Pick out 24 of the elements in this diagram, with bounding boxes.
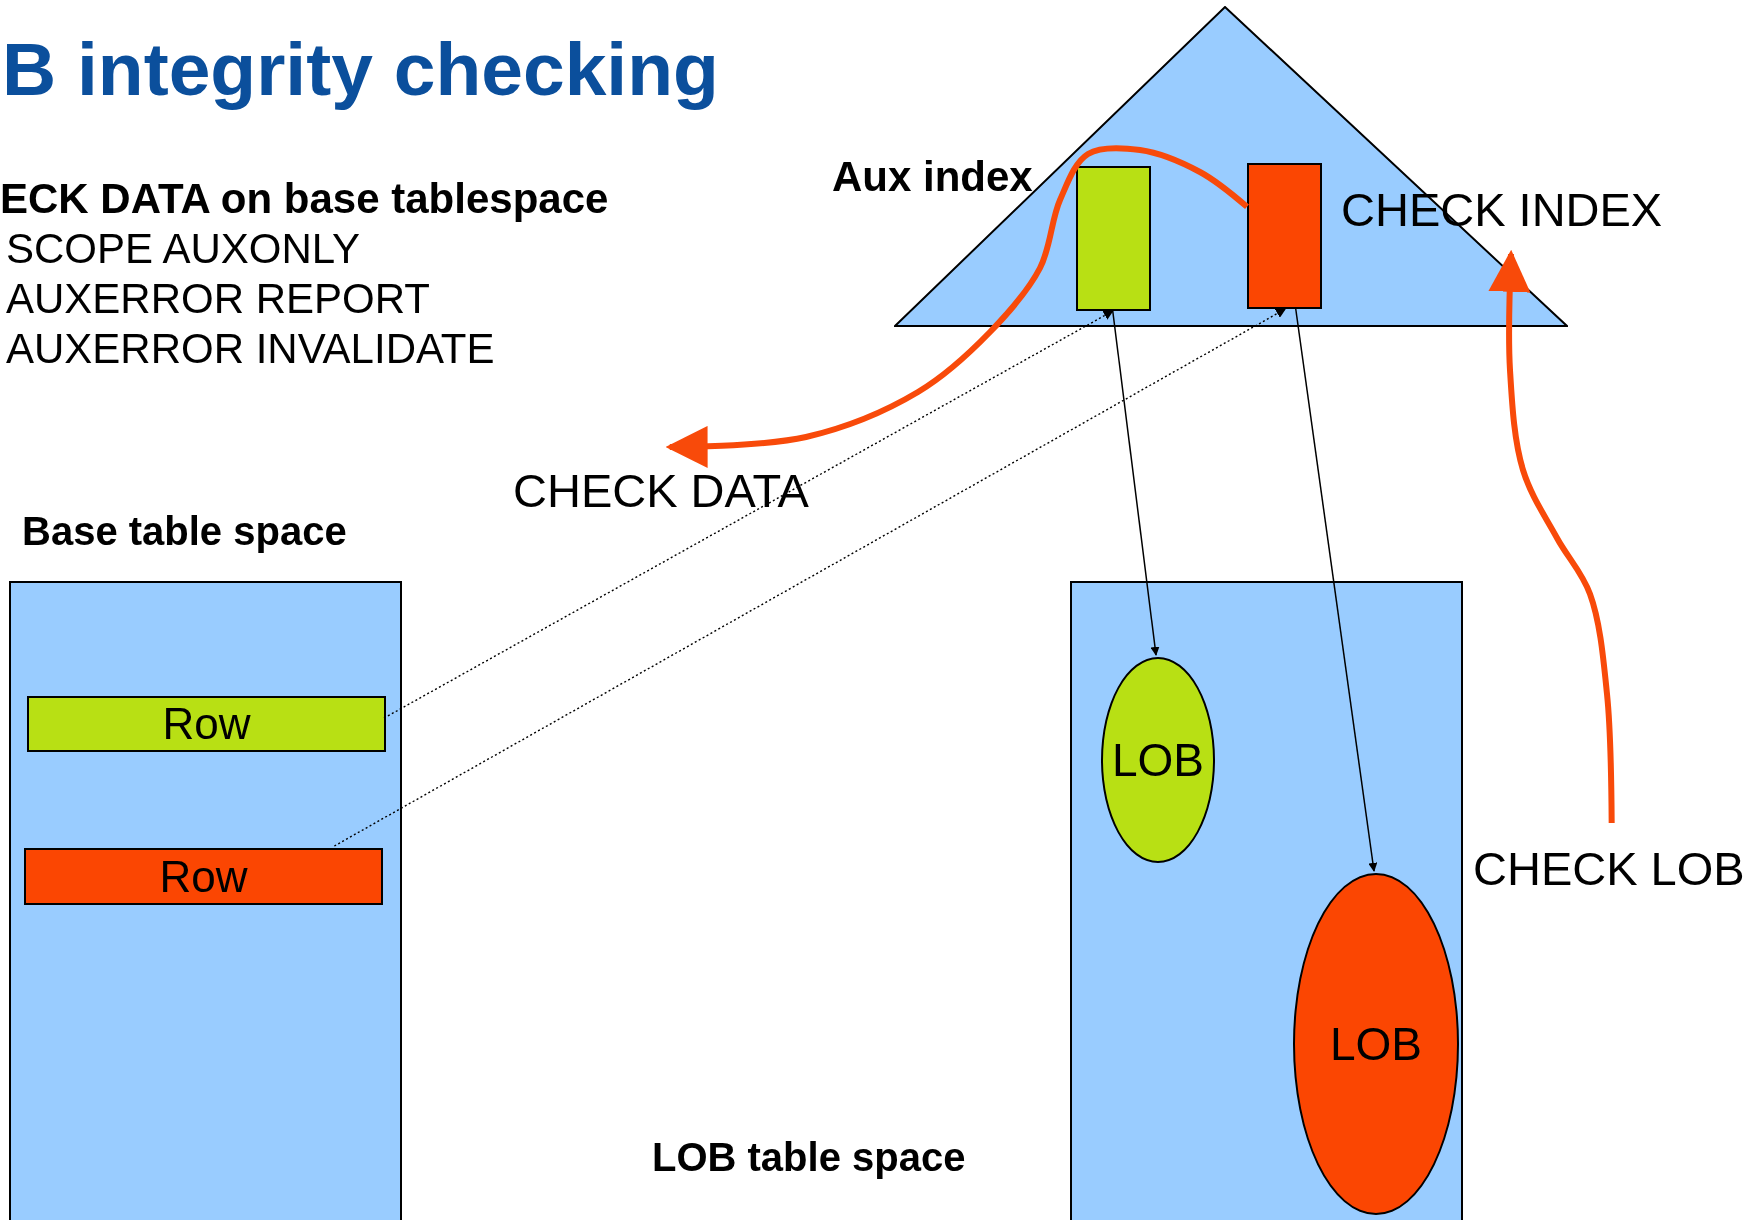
row-label: Row (159, 852, 248, 901)
lob-label: LOB (1112, 734, 1204, 786)
lob-label: LOB (1330, 1018, 1422, 1070)
section-heading: Aux index (832, 154, 1033, 201)
arrow (665, 145, 1249, 468)
arrow (1488, 249, 1615, 824)
section-heading: Base table space (22, 509, 347, 553)
row-bar (27, 696, 386, 752)
arrow (383, 310, 1114, 719)
index-entry (1076, 166, 1151, 311)
slide-title: B integrity checking (2, 28, 719, 111)
row-bar (24, 848, 383, 905)
option-text: AUXERROR REPORT (6, 276, 430, 323)
section-heading: LOB table space (652, 1135, 966, 1179)
arrow (1112, 310, 1160, 656)
check-label: CHECK LOB (1473, 843, 1745, 895)
command-heading: ECK DATA on base tablespace (0, 176, 609, 223)
option-text: SCOPE AUXONLY (6, 226, 360, 273)
row-label: Row (162, 699, 251, 749)
arrow (1295, 308, 1378, 872)
index-entry (1247, 163, 1322, 309)
option-text: AUXERROR INVALIDATE (6, 326, 495, 373)
check-label: CHECK DATA (513, 465, 809, 517)
arrow (333, 308, 1287, 847)
